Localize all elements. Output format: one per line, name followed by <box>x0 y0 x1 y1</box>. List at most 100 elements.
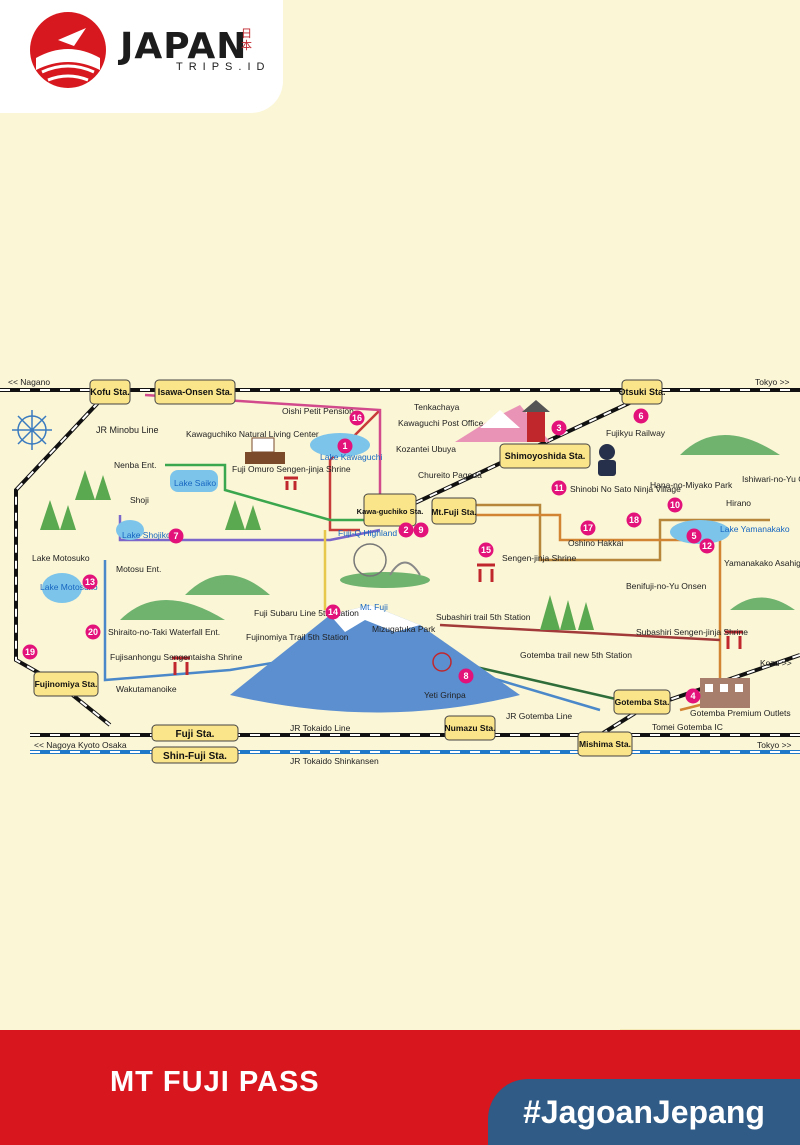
station-shimoyoshida[interactable]: Shimoyoshida Sta. <box>499 443 591 469</box>
svg-text:2: 2 <box>403 525 408 535</box>
station-fujinomiya[interactable]: Fujinomiya Sta. <box>33 671 99 697</box>
place-ishiwari: Ishiwari-no-Yu Onsen <box>742 474 800 484</box>
place-fujisanhongu: Fujisanhongu Sengentaisha Shrine <box>110 652 243 662</box>
svg-text:13: 13 <box>85 577 95 587</box>
place-hananomiyako: Hana-no-Miyako Park <box>650 480 733 490</box>
svg-text:16: 16 <box>352 413 362 423</box>
pin-3[interactable]: 3 <box>551 420 567 436</box>
pin-5[interactable]: 5 <box>686 528 702 544</box>
compass-icon <box>12 410 52 450</box>
outlet-building-icon <box>700 678 750 708</box>
pin-15[interactable]: 15 <box>478 542 494 558</box>
route-map: << Nagano Tokyo >> << Nagoya Kyoto Osaka… <box>0 377 800 766</box>
trees-decoration <box>40 470 594 630</box>
pin-8[interactable]: 8 <box>458 668 474 684</box>
japantrips-logo-icon <box>30 12 106 88</box>
station-shinfuji[interactable]: Shin-Fuji Sta. <box>151 746 239 764</box>
dir-tokyo-bottom: Tokyo >> <box>757 740 792 750</box>
bus-route-green <box>165 463 380 522</box>
place-lake-motosuko-label: Lake Motosuko <box>32 553 90 563</box>
place-benifuji: Benifuji-no-Yu Onsen <box>626 581 707 591</box>
lake-shojiko-shape <box>116 520 144 540</box>
lake-saiko-shape <box>170 470 218 492</box>
svg-text:Mishima Sta.: Mishima Sta. <box>579 739 631 749</box>
svg-text:8: 8 <box>463 671 468 681</box>
pin-17[interactable]: 17 <box>580 520 596 536</box>
svg-text:Isawa-Onsen Sta.: Isawa-Onsen Sta. <box>158 387 233 397</box>
place-yeti: Yeti Grinpa <box>424 690 466 700</box>
station-otsuki[interactable]: Otsuki Sta. <box>618 379 666 405</box>
station-isawa[interactable]: Isawa-Onsen Sta. <box>154 379 236 405</box>
pin-12[interactable]: 12 <box>699 538 715 554</box>
station-mtfuji[interactable]: Mt.Fuji Sta. <box>431 497 477 525</box>
place-fujiq: Fuji-Q Highland <box>338 528 397 538</box>
place-premium: Gotemba Premium Outlets <box>690 708 791 718</box>
place-lake-kawaguchi: Lake Kawaguchi <box>320 452 382 462</box>
pin-20[interactable]: 20 <box>85 624 101 640</box>
svg-text:10: 10 <box>670 500 680 510</box>
svg-text:Kawa-guchiko Sta.: Kawa-guchiko Sta. <box>357 507 424 516</box>
hashtag-badge: #JagoanJepang <box>488 1079 800 1145</box>
svg-text:6: 6 <box>638 411 643 421</box>
pin-4[interactable]: 4 <box>685 688 701 704</box>
bus-route-maroon <box>439 623 721 642</box>
place-fujinomiya-trail: Fujinomiya Trail 5th Station <box>246 632 349 642</box>
place-subashiri-shrine: Subashiri Sengen-jinja Shrine <box>636 627 748 637</box>
place-oshino: Oshino Hakkai <box>568 538 623 548</box>
station-mishima[interactable]: Mishima Sta. <box>577 731 633 757</box>
yeti-illustration <box>432 652 452 672</box>
svg-text:3: 3 <box>556 423 561 433</box>
svg-text:Otsuki Sta.: Otsuki Sta. <box>618 387 665 397</box>
pin-11[interactable]: 11 <box>551 480 567 496</box>
svg-text:Kofu Sta.: Kofu Sta. <box>90 387 130 397</box>
place-mizugatuka: Mizugatuka Park <box>372 624 436 634</box>
place-kawaguchi-post: Kawaguchi Post Office <box>398 418 484 428</box>
svg-text:14: 14 <box>328 607 338 617</box>
pin-9[interactable]: 9 <box>413 522 429 538</box>
line-shinkansen: JR Tokaido Shinkansen <box>290 756 379 766</box>
brand-kanji: 日本 <box>241 27 252 52</box>
pin-2[interactable]: 2 <box>398 522 414 538</box>
line-minobu: JR Minobu Line <box>96 425 159 435</box>
station-numazu[interactable]: Numazu Sta. <box>444 715 496 741</box>
station-fuji[interactable]: Fuji Sta. <box>151 724 239 742</box>
pin-16[interactable]: 16 <box>349 410 365 426</box>
svg-text:5: 5 <box>691 531 696 541</box>
svg-text:19: 19 <box>25 647 35 657</box>
pin-6[interactable]: 6 <box>633 408 649 424</box>
place-lake-yamanakako: Lake Yamanakako <box>720 524 790 534</box>
station-kawaguchiko[interactable]: Kawa-guchiko Sta. <box>357 493 424 527</box>
place-motosuko-water: Lake Motosuko <box>40 582 98 592</box>
bus-route-brown <box>470 503 770 562</box>
place-lake-shojiko: Lake Shojiko <box>122 530 171 540</box>
dir-kozu: Kozu >> <box>760 658 792 668</box>
ninja-icon <box>598 444 616 476</box>
svg-text:4: 4 <box>690 691 695 701</box>
pin-13[interactable]: 13 <box>82 574 98 590</box>
station-gotemba[interactable]: Gotemba Sta. <box>613 689 671 715</box>
svg-text:11: 11 <box>554 483 564 493</box>
place-sengen: Sengen-jinja Shrine <box>502 553 576 563</box>
station-kofu[interactable]: Kofu Sta. <box>89 379 131 405</box>
place-motosu-ent: Motosu Ent. <box>116 564 161 574</box>
svg-text:Gotemba Sta.: Gotemba Sta. <box>615 697 670 707</box>
place-kozantei: Kozantei Ubuya <box>396 444 456 454</box>
pin-14[interactable]: 14 <box>325 604 341 620</box>
pin-1[interactable]: 1 <box>337 438 353 454</box>
pin-7[interactable]: 7 <box>168 528 184 544</box>
svg-text:Shimoyoshida Sta.: Shimoyoshida Sta. <box>505 451 586 461</box>
pin-19[interactable]: 19 <box>22 644 38 660</box>
place-subaru: Fuji Subaru Line 5th Station <box>254 608 359 618</box>
svg-text:Fuji Sta.: Fuji Sta. <box>176 729 215 740</box>
line-tokaido: JR Tokaido Line <box>290 723 351 733</box>
place-wakutamanoike: Wakutamanoike <box>116 684 177 694</box>
footer-title: MT FUJI PASS <box>110 1066 320 1098</box>
pin-10[interactable]: 10 <box>667 497 683 513</box>
dir-tokyo: Tokyo >> <box>755 377 790 387</box>
pin-18[interactable]: 18 <box>626 512 642 528</box>
brand-sub: TRIPS.ID <box>176 61 271 73</box>
place-oishi: Oishi Petit Pension <box>282 406 354 416</box>
svg-text:9: 9 <box>418 525 423 535</box>
ship-icon <box>245 437 285 464</box>
line-gotemba: JR Gotemba Line <box>506 711 572 721</box>
